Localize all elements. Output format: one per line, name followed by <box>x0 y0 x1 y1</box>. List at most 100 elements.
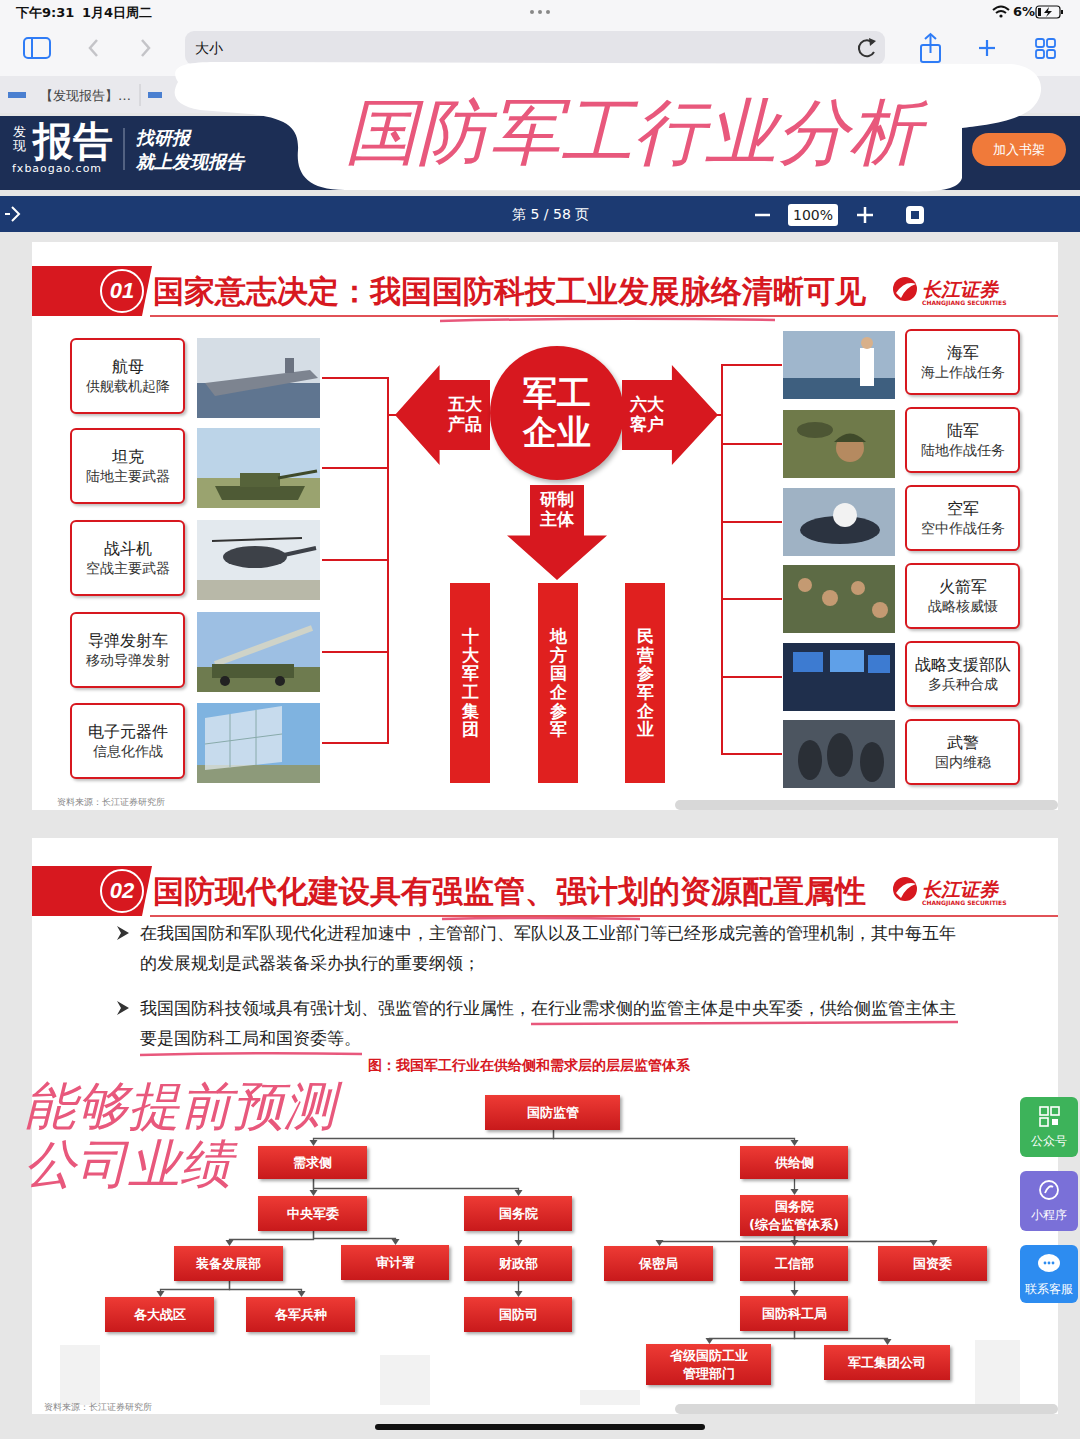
home-indicator <box>375 1424 705 1430</box>
zoom-out-icon <box>755 214 770 217</box>
bracket-line <box>722 598 782 600</box>
node-text: 多兵种合成 <box>928 675 998 693</box>
pen-underline <box>140 1053 362 1055</box>
carrier-photo <box>205 370 318 396</box>
side-button-ground <box>1020 1097 1078 1157</box>
block-arrow: 研制 主体 <box>507 485 607 580</box>
arrow-outline <box>622 365 718 465</box>
tab-favicon <box>148 92 162 98</box>
node-text: 六大 客户 <box>627 395 668 434</box>
tab-title: 【发现报告】… <box>40 87 131 105</box>
org-box: 装备发展部 <box>174 1246 283 1281</box>
side-button: 公众号 <box>1020 1097 1078 1157</box>
org-box: 军工集团公司 <box>824 1345 950 1380</box>
airforce-photo <box>783 488 895 556</box>
navy-photo <box>783 378 895 399</box>
logo-domain: fxbaogao.com <box>12 162 102 175</box>
bullet-text: 在我国国防和军队现代化进程加速中，主管部门、军队以及工业部门等已经形成完善的管理… <box>140 918 966 978</box>
viewer-toolbar <box>0 196 1080 232</box>
reload-icon <box>869 38 876 46</box>
helicopter-photo <box>284 548 316 555</box>
bracket-line <box>721 364 723 755</box>
node-text: 陆地作战任务 <box>921 441 1005 459</box>
node-text: 陆军 <box>947 421 979 442</box>
node-text: 审计署 <box>376 1254 415 1272</box>
qr-icon <box>1051 1107 1059 1115</box>
brand-name-en: CHANGJIANG SECURITIES <box>922 899 1006 906</box>
header-rule <box>150 915 1058 917</box>
skyline-shape <box>380 1355 430 1405</box>
qr-icon <box>1040 1107 1048 1115</box>
tank-photo <box>215 486 305 500</box>
bracket-line <box>322 467 388 469</box>
category-box: 坦克陆地主要武器 <box>70 428 185 504</box>
org-box: 财政部 <box>464 1246 572 1281</box>
menu-dot <box>538 10 542 14</box>
navy-photo <box>783 331 895 399</box>
category-box: 武警国内维稳 <box>905 719 1020 785</box>
support-force-photo <box>830 650 864 672</box>
bracket-line <box>322 559 388 561</box>
header-band <box>32 266 152 316</box>
connector <box>518 1281 519 1292</box>
arrow-outline <box>395 365 490 465</box>
connector <box>795 1331 888 1340</box>
connector <box>230 1281 302 1292</box>
connector <box>314 1231 396 1240</box>
navy-photo <box>860 348 874 386</box>
slogan: 找研报 <box>136 126 190 150</box>
category-box: 航母供舰载机起降 <box>70 338 185 414</box>
category-box: 火箭军战略核威慑 <box>905 563 1020 629</box>
bracket-line <box>322 377 388 379</box>
carrier-photo <box>197 338 320 418</box>
miniprogram-icon <box>1040 1181 1058 1199</box>
connector <box>314 1130 554 1141</box>
rocket-force-photo <box>851 581 865 595</box>
node-text: 移动导弹发射 <box>86 651 170 669</box>
side-button-ground <box>1020 1171 1078 1231</box>
chat-icon <box>1038 1254 1060 1272</box>
node-text: 联系客服 <box>1025 1281 1073 1298</box>
node-text: 国防司 <box>499 1306 538 1324</box>
chat-icon <box>1044 1262 1047 1265</box>
node-text: 01 <box>110 278 134 304</box>
org-box: 国防司 <box>464 1297 572 1332</box>
slide-panel <box>32 242 1058 810</box>
pen-underline <box>440 319 775 321</box>
node-text: 财政部 <box>499 1255 538 1273</box>
category-box: 陆军陆地作战任务 <box>905 407 1020 473</box>
helicopter-photo <box>212 538 302 541</box>
node-text: 五大 产品 <box>445 395 486 434</box>
bullet-marker <box>117 926 129 940</box>
rocket-force-photo <box>783 565 895 633</box>
redaction-blob <box>175 62 1041 191</box>
qr-icon <box>1052 1119 1058 1125</box>
army-photo <box>834 434 866 443</box>
node-text: 陆地主要武器 <box>86 467 170 485</box>
org-box: 各军兵种 <box>246 1297 355 1332</box>
node-text: 战斗机 <box>104 539 152 560</box>
node-text: 战略支援部队 <box>915 655 1011 676</box>
node-text: 公众号 <box>1031 1133 1067 1150</box>
node-text: 海军 <box>947 343 979 364</box>
connector <box>794 1179 795 1190</box>
connector <box>794 1281 795 1291</box>
sidebar-icon <box>31 38 33 58</box>
bracket-line <box>722 364 782 366</box>
node-text: 航母 <box>112 357 144 378</box>
org-box: 中央军委 <box>258 1196 367 1231</box>
org-box: 各大战区 <box>105 1297 214 1332</box>
tank-photo <box>240 473 280 487</box>
node-text: 坦克 <box>112 447 144 468</box>
node-text: 供给侧 <box>775 1154 814 1172</box>
group-bar: 地方国企参军 <box>538 583 578 783</box>
add-icon <box>986 40 988 56</box>
launcher-photo <box>220 676 230 686</box>
skyline-shape <box>975 1340 1020 1405</box>
source-note: 资料来源：长江证券研究所 <box>44 1401 152 1414</box>
bracket-line <box>722 753 782 755</box>
tabs-icon <box>1036 39 1044 47</box>
bracket-line <box>722 443 782 445</box>
